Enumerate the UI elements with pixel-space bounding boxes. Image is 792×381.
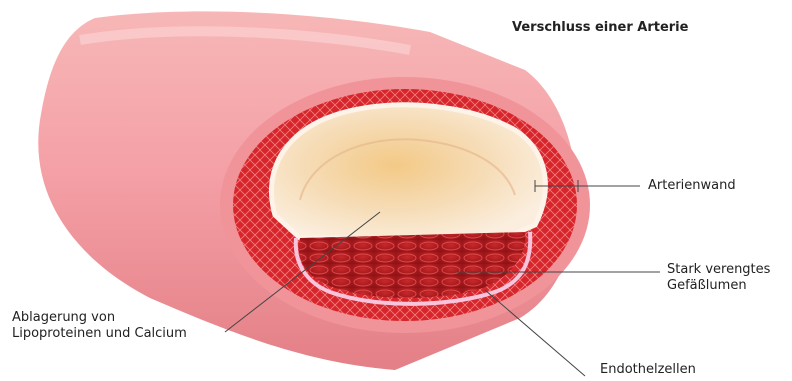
plaque-deposit	[271, 105, 545, 239]
label-ablagerung-line2: Lipoproteinen und Calcium	[12, 326, 187, 342]
label-endothel: Endothelzellen	[600, 362, 696, 378]
label-arterienwand: Arterienwand	[648, 178, 736, 194]
label-lumen-line2: Gefäßlumen	[667, 278, 747, 294]
label-ablagerung-line1: Ablagerung von	[12, 310, 115, 326]
diagram-title: Verschluss einer Arterie	[512, 20, 688, 35]
label-lumen-line1: Stark verengtes	[667, 262, 770, 278]
